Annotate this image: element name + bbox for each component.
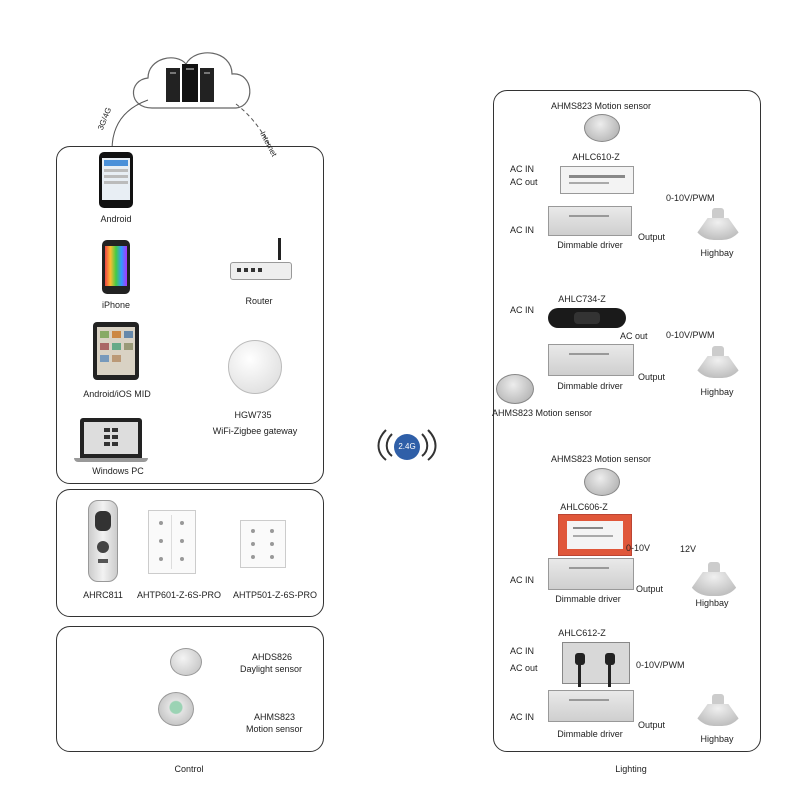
- g4-driver-label: Dimmable driver: [557, 729, 623, 739]
- panel-5s-label: AHTP501-Z-6S-PRO: [232, 590, 318, 600]
- motion-desc-label: Motion sensor: [246, 724, 303, 734]
- g3-motion-sensor-icon: [584, 468, 620, 496]
- remote-control-icon: [88, 500, 118, 582]
- g4-signal: 0-10V/PWM: [636, 660, 685, 670]
- g2-ac-out: AC out: [620, 331, 648, 341]
- motion-sensor-icon: [158, 692, 194, 726]
- g3-output: Output: [636, 584, 664, 594]
- g3-highbay-icon: [686, 562, 742, 598]
- g2-ac-in-top: AC IN: [510, 305, 535, 315]
- g1-controller-label: AHLC610-Z: [572, 152, 620, 162]
- wall-panel-5s-icon: [240, 520, 286, 568]
- g3-controller-label: AHLC606-Z: [560, 502, 608, 512]
- g1-driver-label: Dimmable driver: [557, 240, 623, 250]
- g2-signal: 0-10V/PWM: [666, 330, 715, 340]
- android-label: Android: [100, 214, 132, 224]
- g2-highbay-icon: [692, 346, 744, 380]
- gateway-model-label: HGW735: [234, 410, 272, 420]
- g1-output: Output: [638, 232, 666, 242]
- lighting-panel: [493, 90, 761, 752]
- g4-driver-icon: [548, 690, 634, 722]
- wireless-signal-icon: [372, 424, 442, 464]
- daylight-sensor-icon: [170, 648, 202, 676]
- g1-sensor-label: AHMS823 Motion sensor: [550, 101, 652, 111]
- g3-controller-icon: [558, 514, 632, 556]
- iphone-label: iPhone: [101, 300, 131, 310]
- g1-signal: 0-10V/PWM: [666, 193, 715, 203]
- g2-output: Output: [638, 372, 666, 382]
- g4-fixture-label: Highbay: [700, 734, 734, 744]
- g1-ac-in-bottom: AC IN: [510, 225, 535, 235]
- router-label: Router: [245, 296, 273, 306]
- g1-motion-sensor-icon: [584, 114, 620, 142]
- tablet-label: Android/iOS MID: [83, 389, 151, 399]
- wall-panel-6s-icon: [148, 510, 196, 574]
- g1-fixture-label: Highbay: [700, 248, 734, 258]
- g2-driver-label: Dimmable driver: [557, 381, 623, 391]
- g3-signal: 0-10V: [626, 543, 651, 553]
- tablet-icon: [93, 322, 139, 380]
- g3-driver-icon: [548, 558, 634, 590]
- g2-controller-label: AHLC734-Z: [558, 294, 606, 304]
- pc-label: Windows PC: [92, 466, 144, 476]
- gateway-icon: [228, 340, 282, 394]
- g2-driver-icon: [548, 344, 634, 376]
- g4-ac-out: AC out: [510, 663, 538, 673]
- daylight-desc-label: Daylight sensor: [240, 664, 303, 674]
- g4-ac-in-top: AC IN: [510, 646, 535, 656]
- g1-ac-out: AC out: [510, 177, 538, 187]
- g3-sensor-label: AHMS823 Motion sensor: [550, 454, 652, 464]
- g1-controller-icon: [560, 166, 634, 194]
- gateway-desc-label: WiFi-Zigbee gateway: [212, 426, 298, 436]
- g2-controller-icon: [548, 308, 626, 328]
- g1-ac-in-top: AC IN: [510, 164, 535, 174]
- router-icon: [230, 238, 292, 282]
- g2-fixture-label: Highbay: [700, 387, 734, 397]
- g3-ac-in-bottom: AC IN: [510, 575, 535, 585]
- server-block: [166, 68, 180, 102]
- remote-label: AHRC811: [83, 590, 123, 600]
- g3-driver-label: Dimmable driver: [555, 594, 621, 604]
- iphone-icon: [102, 240, 130, 294]
- panel-6s-label: AHTP601-Z-6S-PRO: [136, 590, 222, 600]
- motion-model-label: AHMS823: [254, 712, 296, 722]
- server-block: [200, 68, 214, 102]
- g4-controller-label: AHLC612-Z: [558, 628, 606, 638]
- g2-sensor-label: AHMS823 Motion sensor: [491, 408, 593, 418]
- g1-highbay-icon: [692, 208, 744, 242]
- g4-output: Output: [638, 720, 666, 730]
- sensor-panel: [56, 626, 324, 752]
- control-caption: Control: [174, 764, 204, 774]
- g3-fixture-label: Highbay: [695, 598, 729, 608]
- g4-ac-in-bottom: AC IN: [510, 712, 535, 722]
- wireless-badge: 2.4G: [394, 434, 420, 460]
- g4-controller-icon: [562, 642, 630, 687]
- g2-motion-sensor-icon: [496, 374, 534, 404]
- server-block: [182, 64, 198, 102]
- laptop-base: [74, 458, 148, 462]
- android-phone-icon: [99, 152, 133, 208]
- g3-voltage: 12V: [680, 544, 697, 554]
- g4-highbay-icon: [692, 694, 744, 728]
- lighting-caption: Lighting: [615, 764, 647, 774]
- g1-driver-icon: [548, 206, 632, 236]
- laptop-icon: [80, 418, 142, 458]
- daylight-model-label: AHDS826: [252, 652, 293, 662]
